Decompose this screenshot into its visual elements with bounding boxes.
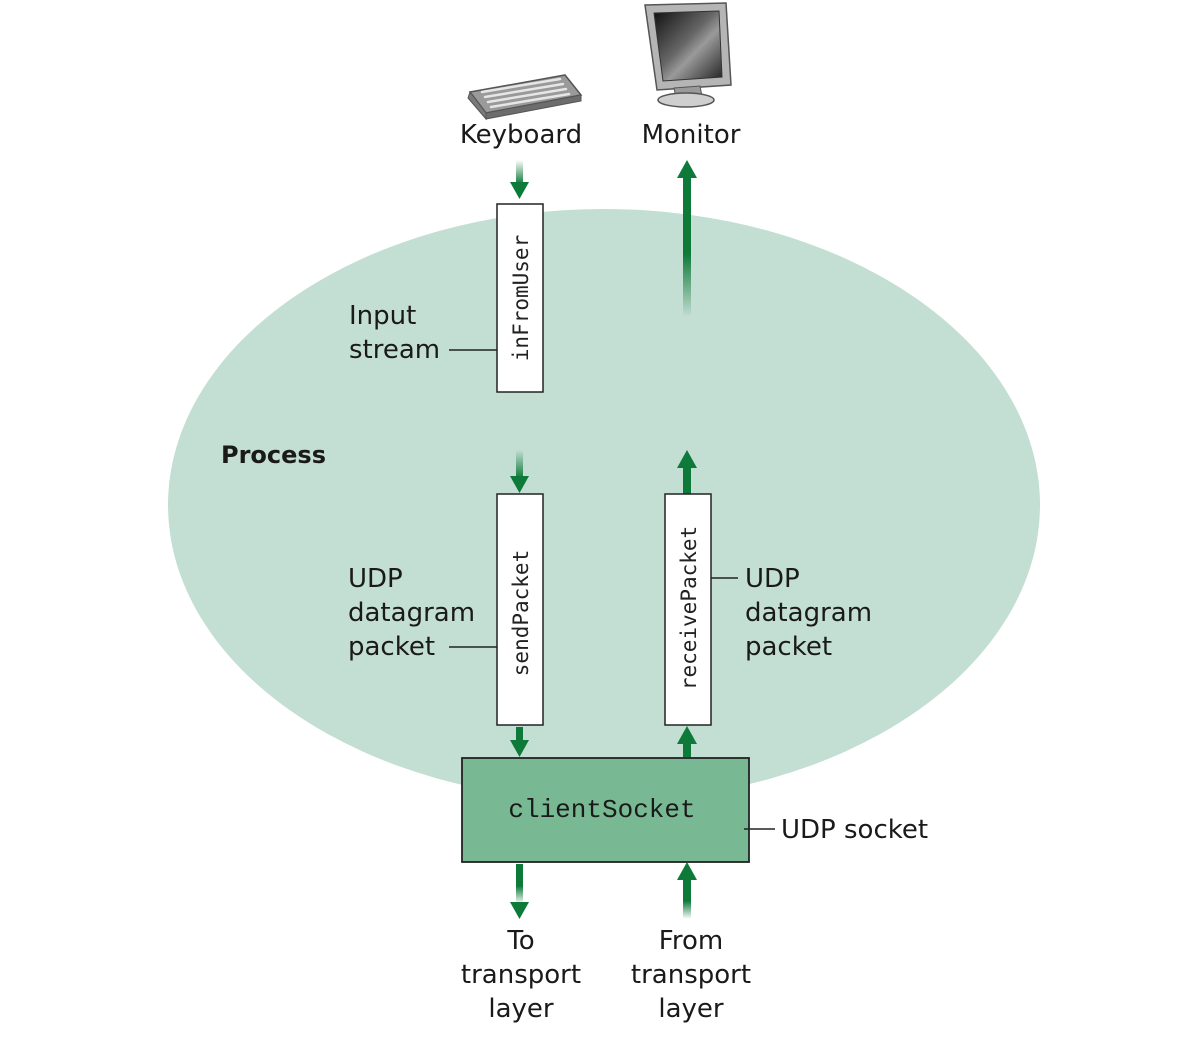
send-packet-label-line-2: datagram [348, 598, 475, 628]
input-stream-label: Input stream [349, 301, 497, 365]
send-packet-label-line-1: UDP [348, 564, 403, 594]
input-stream-name: inFromUser [509, 235, 533, 361]
to-transport-label: To transport layer [461, 926, 581, 1024]
monitor-label: Monitor [642, 120, 741, 150]
receive-packet-name: receivePacket [677, 526, 701, 690]
udp-socket-label-text: UDP socket [781, 815, 928, 845]
to-transport-line-3: layer [488, 994, 554, 1024]
input-stream-label-line-1: Input [349, 301, 416, 331]
process-label: Process [221, 441, 326, 469]
to-transport-line-1: To [506, 926, 534, 956]
send-packet-name: sendPacket [509, 550, 533, 676]
receive-packet-label-line-1: UDP [745, 564, 800, 594]
send-packet-box [496, 493, 544, 726]
input-stream-label-line-2: stream [349, 335, 440, 365]
monitor-icon [644, 2, 732, 108]
arrow-send-packet-to-socket [510, 727, 529, 757]
arrow-from-transport-layer [677, 862, 697, 919]
from-transport-label: From transport layer [631, 926, 751, 1024]
receive-packet-box [664, 493, 712, 726]
arrow-to-monitor [677, 160, 697, 317]
send-packet-label: UDP datagram packet [348, 564, 497, 662]
arrow-out-of-receive-packet [677, 450, 697, 494]
process-ellipse [168, 209, 1040, 801]
send-packet-label-line-3: packet [348, 632, 435, 662]
from-transport-line-1: From [659, 926, 723, 956]
udp-socket-label: UDP socket [744, 815, 928, 845]
keyboard-label: Keyboard [460, 120, 582, 150]
to-transport-line-2: transport [461, 960, 581, 990]
client-socket-box [461, 757, 750, 863]
input-stream-box [496, 203, 544, 393]
arrow-to-transport-layer [510, 864, 529, 919]
keyboard-icon [467, 74, 583, 121]
arrow-keyboard-to-input-stream [510, 160, 529, 199]
receive-packet-label: UDP datagram packet [711, 564, 872, 662]
receive-packet-label-line-3: packet [745, 632, 832, 662]
from-transport-line-3: layer [658, 994, 724, 1024]
arrow-socket-to-receive-packet [677, 726, 697, 757]
arrow-into-send-packet [510, 450, 529, 493]
from-transport-line-2: transport [631, 960, 751, 990]
receive-packet-label-line-2: datagram [745, 598, 872, 628]
client-socket-name: clientSocket [508, 795, 695, 825]
